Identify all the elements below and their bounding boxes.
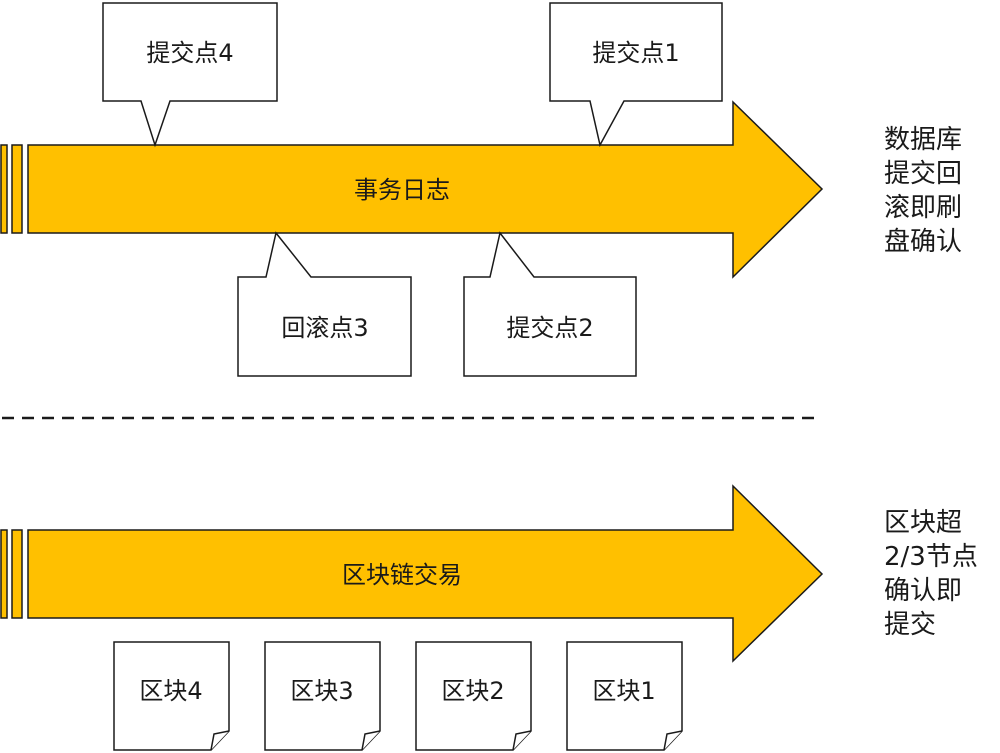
side-note-line: 区块超 [884,508,962,538]
side-note-line: 提交回 [884,159,962,189]
callout-label: 提交点2 [506,314,593,342]
callout-label: 提交点1 [592,39,679,67]
callout-commit-point-4: 提交点4 [102,2,278,148]
side-note-line: 提交 [884,610,936,640]
side-note-line: 2/3节点 [884,542,978,572]
top-side-note: 数据库 提交回 滚即刷 盘确认 [884,125,962,257]
blockchain-transaction-arrow [27,484,824,663]
side-note-line: 盘确认 [884,227,962,257]
callout-label: 提交点4 [146,39,233,67]
block-label: 区块3 [290,677,353,705]
block-label: 区块2 [441,677,504,705]
bottom-arrow-stripes [0,529,23,619]
block-label: 区块1 [592,677,655,705]
side-note-line: 确认即 [884,576,962,606]
block-4: 区块4 [113,641,230,751]
block-3: 区块3 [264,641,381,751]
callout-rollback-point-3: 回滚点3 [237,231,412,377]
block-2: 区块2 [415,641,532,751]
bottom-side-note: 区块超 2/3节点 确认即 提交 [884,508,978,640]
side-note-line: 滚即刷 [884,193,962,223]
callout-commit-point-1: 提交点1 [549,2,723,148]
top-arrow-stripes [0,144,23,234]
callout-label: 回滚点3 [281,314,368,342]
blockchain-transaction-label: 区块链交易 [342,561,462,589]
block-1: 区块1 [566,641,683,751]
transaction-log-label: 事务日志 [354,176,450,204]
block-label: 区块4 [139,677,202,705]
callout-commit-point-2: 提交点2 [463,231,637,377]
transaction-log-arrow [27,100,824,279]
side-note-line: 数据库 [884,125,962,155]
